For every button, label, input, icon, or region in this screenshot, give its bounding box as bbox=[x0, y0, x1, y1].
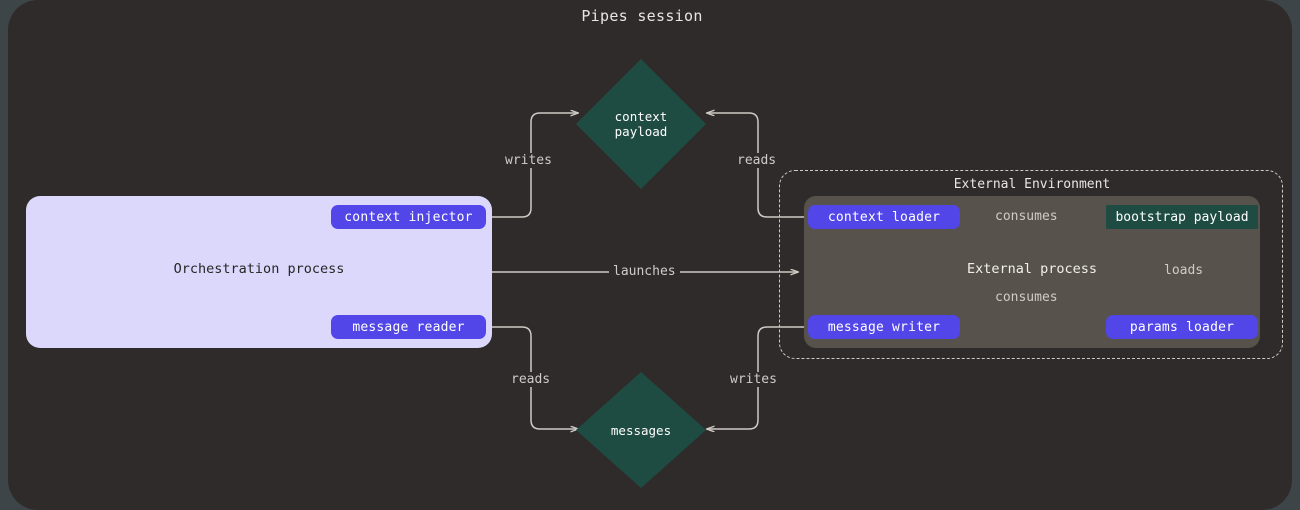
node-params-loader[interactable]: params loader bbox=[1106, 315, 1258, 339]
asset-context-payload[interactable]: context payload bbox=[575, 58, 707, 190]
external-environment-boundary: External Environment bbox=[779, 170, 1283, 359]
edge-label-reads-top: reads bbox=[733, 153, 781, 168]
edge-label-loads: loads bbox=[1160, 263, 1208, 278]
page-title: Pipes session bbox=[581, 7, 703, 25]
asset-messages[interactable]: messages bbox=[575, 371, 707, 489]
diamond-shape bbox=[576, 372, 706, 488]
edge-label-writes-top: writes bbox=[501, 153, 556, 168]
node-context-injector[interactable]: context injector bbox=[331, 205, 486, 229]
edge-label-consumes-mid: consumes bbox=[991, 290, 1062, 305]
edge-label-reads-bottom: reads bbox=[507, 372, 555, 387]
external-environment-title: External Environment bbox=[953, 177, 1111, 192]
edge-label-writes-bottom: writes bbox=[726, 372, 781, 387]
node-bootstrap-payload[interactable]: bootstrap payload bbox=[1106, 205, 1258, 229]
external-process-label: External process bbox=[966, 261, 1098, 277]
edge-label-launches: launches bbox=[609, 264, 680, 279]
node-context-loader[interactable]: context loader bbox=[808, 205, 960, 229]
node-message-writer[interactable]: message writer bbox=[808, 315, 960, 339]
diamond-shape bbox=[576, 59, 706, 189]
edge-label-consumes-top: consumes bbox=[991, 209, 1062, 224]
orchestration-process-label: Orchestration process bbox=[173, 261, 345, 277]
node-message-reader[interactable]: message reader bbox=[331, 315, 486, 339]
